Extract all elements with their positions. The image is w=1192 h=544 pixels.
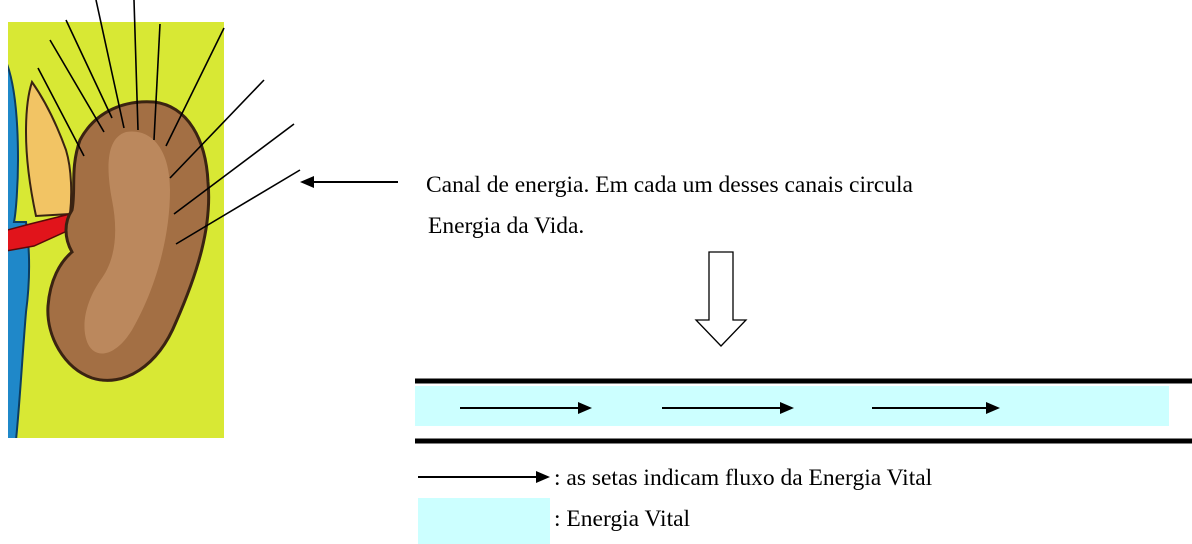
fat-tissue-shape: [24, 79, 73, 218]
flow-arrow-1-icon: [460, 402, 592, 414]
flow-arrow-3-icon: [872, 402, 1000, 414]
pointer-left-arrow-icon: [300, 176, 398, 188]
hollow-down-arrow-icon: [694, 251, 748, 347]
legend-arrow-text: : as setas indicam fluxo da Energia Vita…: [554, 465, 933, 491]
legend: : as setas indicam fluxo da Energia Vita…: [418, 465, 933, 544]
kidney-highlight-shape: [84, 131, 170, 354]
canal-label-line1: Canal de energia. Em cada um desses cana…: [426, 172, 914, 198]
flow-arrow-2-icon: [662, 402, 794, 414]
legend-fill-swatch: [418, 498, 550, 544]
legend-arrow-icon: [418, 471, 550, 483]
kidney-illustration: [8, 0, 301, 438]
energy-fill: [415, 386, 1169, 426]
legend-fill-text: : Energia Vital: [554, 506, 691, 532]
energy-channel: [415, 378, 1192, 444]
energy-channel-lines: [37, 0, 301, 245]
canal-label-line2: Energia da Vida.: [428, 213, 584, 239]
